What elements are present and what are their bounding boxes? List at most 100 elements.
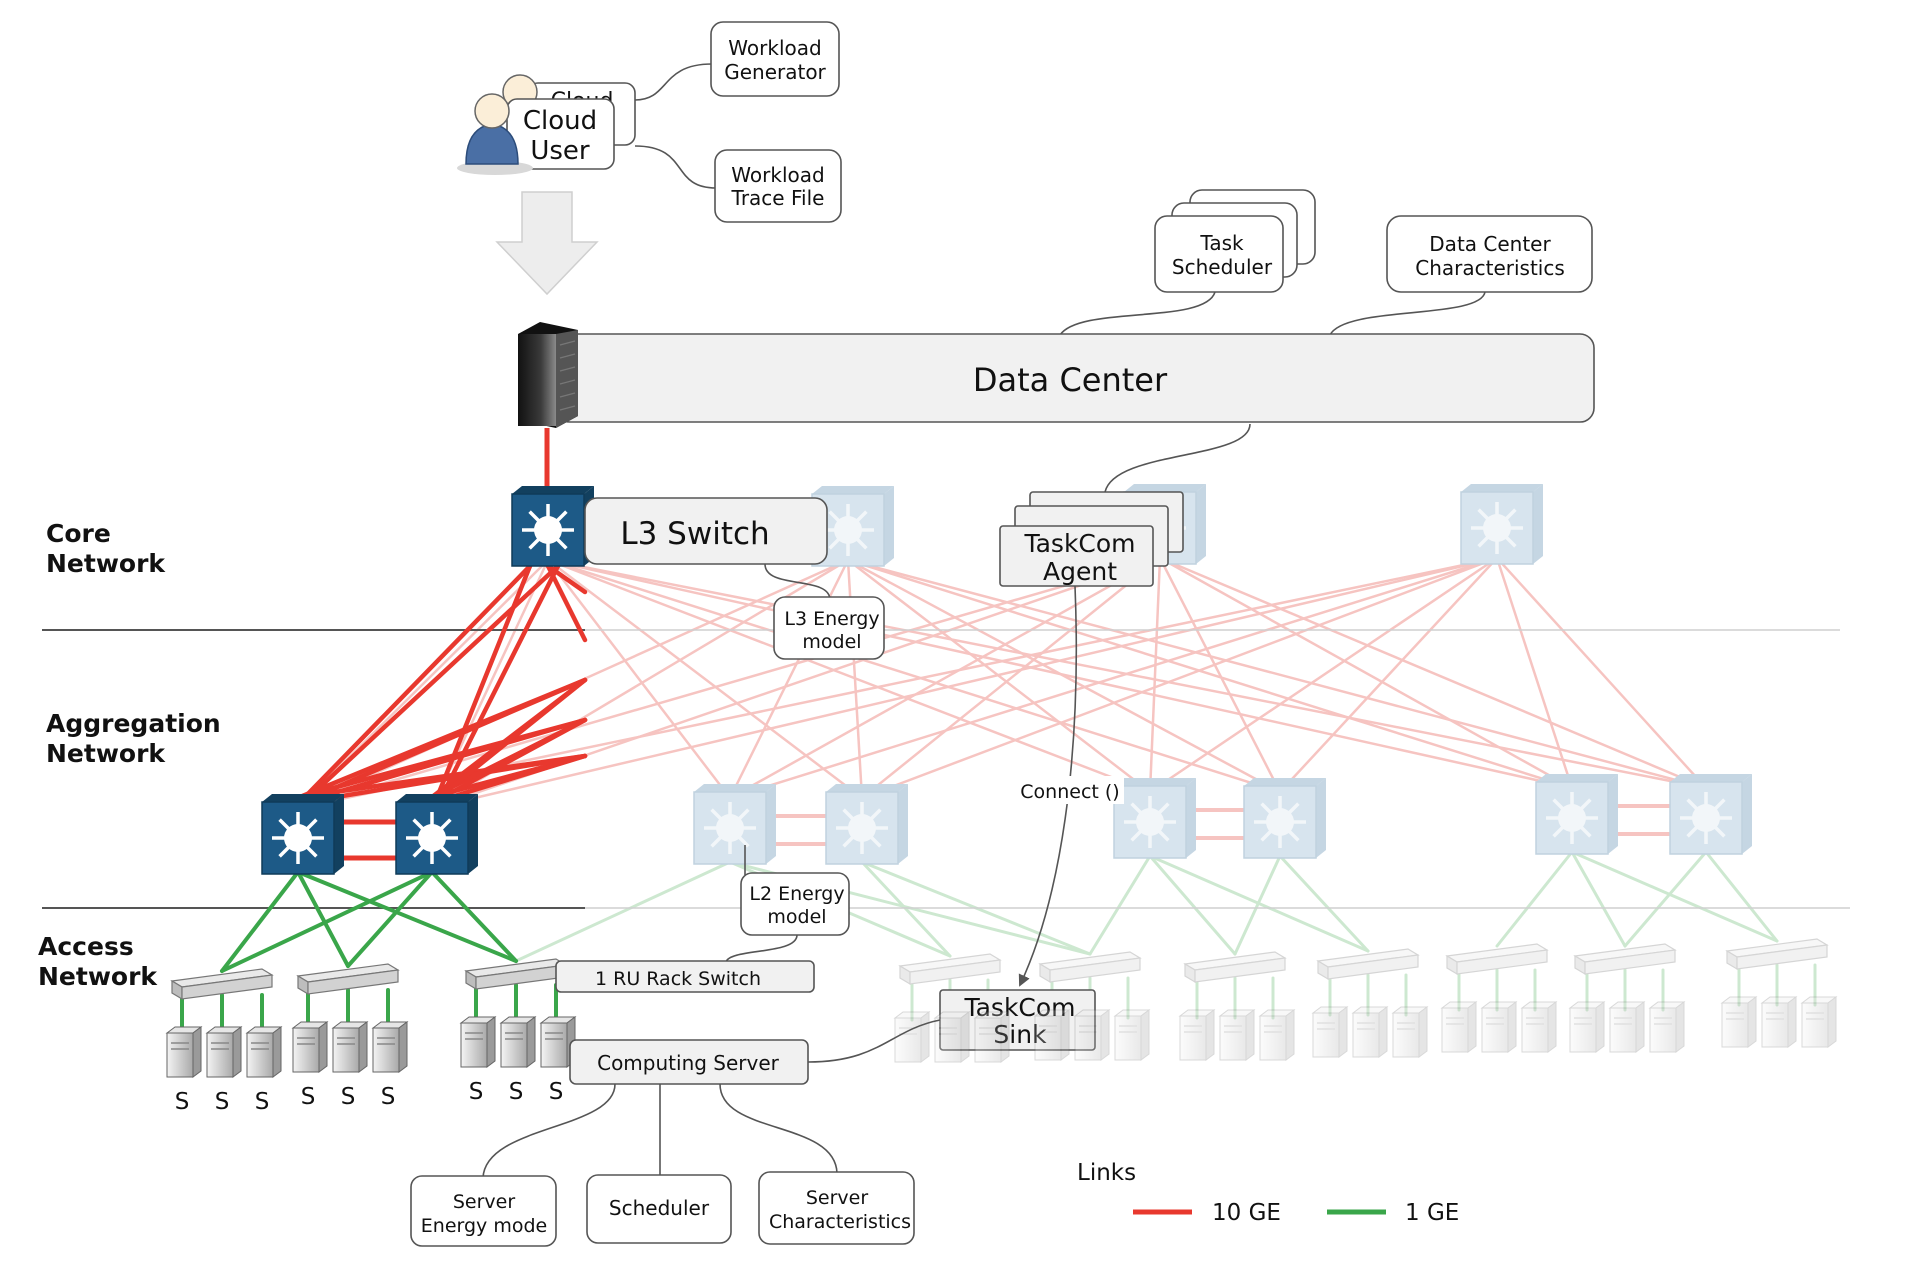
access-network-label-line2: Network (38, 962, 158, 991)
access-link (220, 870, 300, 973)
data-center-label: Data Center (973, 361, 1168, 399)
core-link-faded (546, 558, 732, 800)
svg-text:Workload: Workload (728, 36, 821, 60)
access-links-1ge (180, 870, 558, 1037)
core-link (299, 563, 533, 803)
switches (170, 484, 1829, 1001)
server-icon: S (459, 1016, 497, 1105)
server-icon-faded (1720, 996, 1758, 1048)
legend-label-1ge: 1 GE (1405, 1200, 1459, 1226)
faded-core-links (296, 556, 1708, 846)
core-link (545, 563, 588, 595)
server-icon-faded (1760, 996, 1798, 1048)
legend-title: Links (1077, 1160, 1136, 1186)
computing-server-sink-connector (807, 1019, 941, 1063)
server-icon-faded (1648, 1001, 1686, 1053)
access-link-faded (1570, 850, 1779, 943)
core-link-faded (728, 556, 1162, 800)
data-center-characteristics-box: Data Center Characteristics (1386, 215, 1593, 293)
svg-text:model: model (802, 631, 861, 653)
server-icon-faded (933, 1011, 971, 1063)
core-link-faded (1148, 556, 1499, 794)
server-icon-faded (1440, 1001, 1478, 1053)
server-icon-faded (893, 1011, 931, 1063)
svg-text:Generator: Generator (724, 60, 826, 84)
server-icon-faded (1568, 1001, 1606, 1053)
rack-switch-icon-faded (898, 953, 1002, 986)
svg-text:Scheduler: Scheduler (609, 1196, 710, 1220)
svg-text:model: model (767, 906, 826, 928)
core-network-label-line2: Network (46, 549, 166, 578)
core-link-faded (1278, 556, 1499, 794)
svg-text:Data Center: Data Center (1429, 232, 1551, 256)
cloud-user-label-line1: Cloud (523, 106, 597, 136)
core-link (429, 717, 588, 806)
rack-switch-icon (296, 963, 400, 996)
user-icon (457, 93, 533, 175)
server-icon-faded (973, 1011, 1011, 1063)
svg-text:TaskCom: TaskCom (1023, 529, 1135, 558)
core-link (429, 677, 588, 806)
svg-text:Scheduler: Scheduler (1172, 255, 1273, 279)
svg-text:1 RU Rack Switch: 1 RU Rack Switch (595, 968, 761, 990)
svg-text:Computing Server: Computing Server (597, 1051, 780, 1075)
access-link-faded (514, 860, 732, 963)
core-link-faded (546, 558, 1152, 794)
scheduler-box: Scheduler (586, 1174, 732, 1244)
faded-access-links (514, 850, 1817, 1022)
server-icon-faded (1351, 1006, 1389, 1058)
server-label: S (469, 1079, 484, 1105)
server-icon-faded (1218, 1009, 1256, 1061)
server-icon: S (291, 1021, 329, 1110)
svg-text:Characteristics: Characteristics (769, 1211, 911, 1233)
l3-energy-model-box: L3 Energy model (773, 596, 885, 660)
core-link-faded (1158, 556, 1708, 790)
server-icon-faded (1033, 1009, 1071, 1061)
server-icon-faded (1113, 1009, 1151, 1061)
aggregation-network-label-line1: Aggregation (46, 709, 221, 738)
access-link (220, 870, 434, 973)
server-label: S (255, 1089, 270, 1115)
core-link-faded (846, 558, 1574, 790)
core-link-faded (1495, 556, 1574, 790)
aggregation-switch-icon-faded (1113, 778, 1196, 859)
core-link-faded (1148, 556, 1162, 794)
core-switch-icon-faded (1460, 484, 1543, 565)
server-label: S (301, 1084, 316, 1110)
core-link (297, 677, 588, 806)
server-icon-faded (1520, 1001, 1558, 1053)
aggregation-switch-icon (261, 794, 344, 875)
l3-energy-connector (764, 563, 831, 601)
core-switch-icon (511, 486, 594, 567)
user-trace-connector (634, 145, 717, 189)
server-icon-faded (1800, 996, 1838, 1048)
access-link (430, 870, 518, 963)
aggregation-switch-icon-faded (1535, 774, 1618, 855)
connect-label: Connect () (1020, 781, 1119, 803)
access-link-faded (1570, 850, 1627, 948)
server-rack-icon (518, 322, 578, 428)
server-icon: S (165, 1026, 203, 1115)
server-label: S (215, 1089, 230, 1115)
server-icon-faded (1608, 1001, 1646, 1053)
server-label: S (549, 1079, 564, 1105)
server-icon-faded (1073, 1009, 1111, 1061)
server-label: S (381, 1084, 396, 1110)
server-characteristics-box: Server Characteristics (758, 1171, 915, 1245)
server-icon: S (205, 1026, 243, 1115)
aggregation-switch-icon-faded (693, 784, 776, 865)
svg-text:L3 Energy: L3 Energy (784, 608, 879, 630)
data-center-bar: Data Center (555, 333, 1595, 423)
svg-text:Characteristics: Characteristics (1415, 256, 1565, 280)
server-icon-faded (1311, 1006, 1349, 1058)
core-link-faded (296, 556, 1162, 810)
rack-switch-icon-faded (1573, 943, 1677, 976)
core-link-faded (546, 558, 864, 800)
access-link-faded (1704, 850, 1779, 943)
dc-characteristics-connector (1329, 291, 1486, 336)
core-link-faded (1495, 556, 1708, 790)
core-link (437, 563, 561, 803)
server-energy-connector (482, 1083, 616, 1179)
core-link-faded (430, 556, 1499, 810)
